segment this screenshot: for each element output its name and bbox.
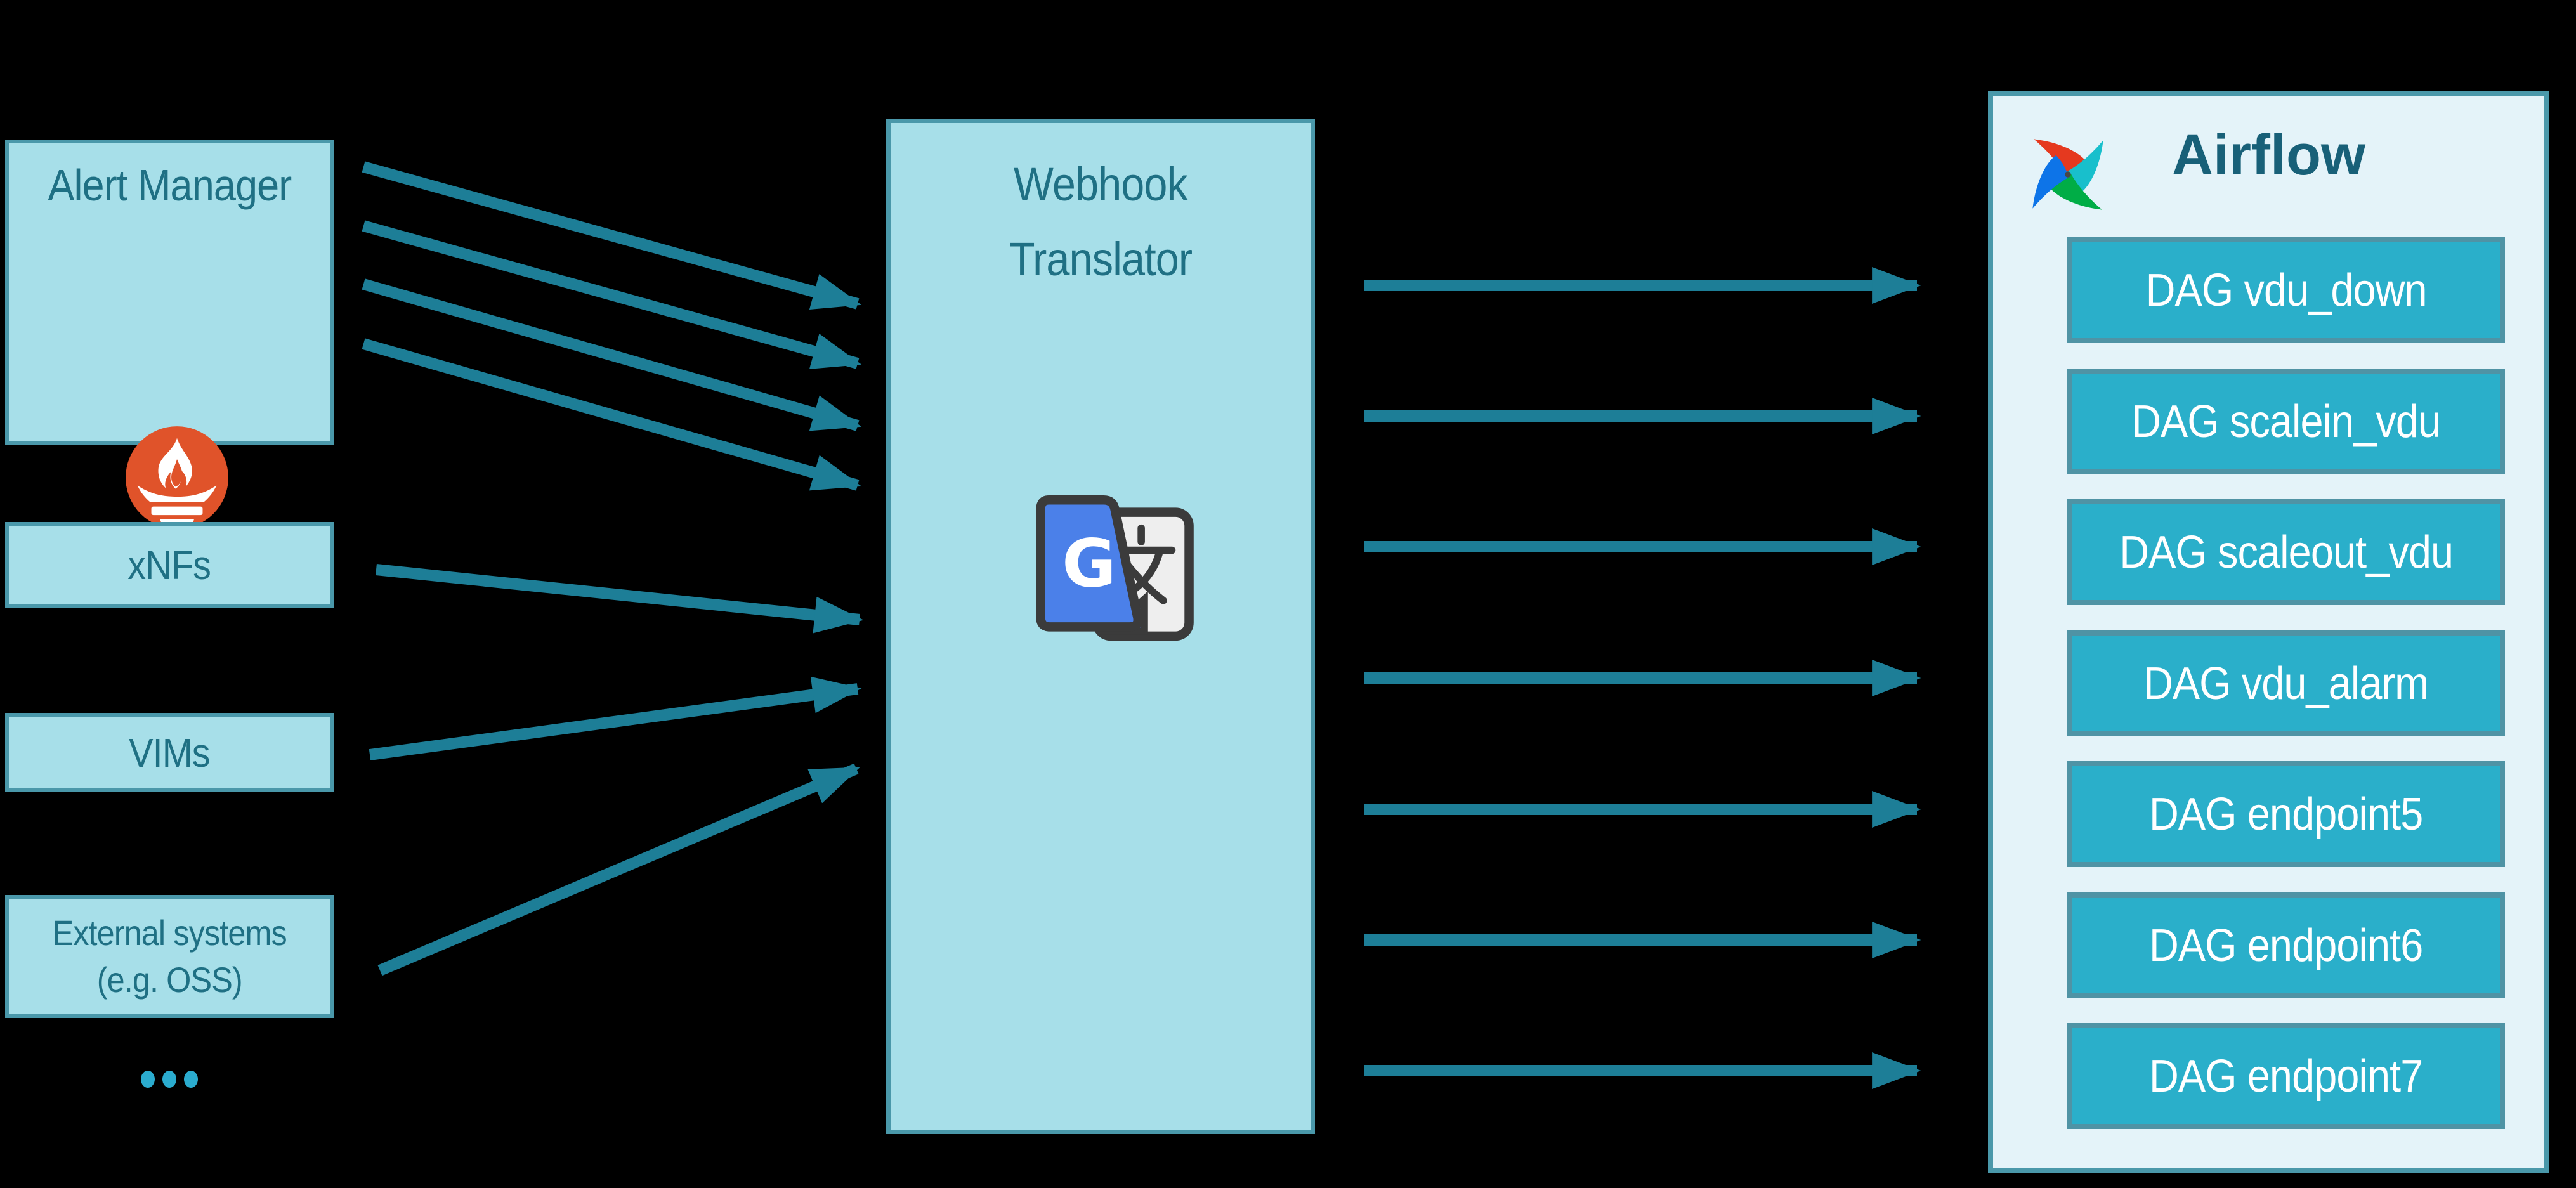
ellipsis-dot — [162, 1071, 176, 1088]
airflow-title: Airflow — [2172, 124, 2365, 187]
dag-label: DAG endpoint7 — [2149, 1050, 2423, 1102]
external-systems-sublabel: (e.g. OSS) — [96, 960, 242, 1000]
dag-button-vdu_down: DAG vdu_down — [2067, 237, 2505, 343]
arrow-alertmanager-3 — [362, 278, 862, 431]
arrow-alertmanager-1 — [362, 161, 862, 310]
dag-label: DAG endpoint5 — [2149, 788, 2423, 840]
alert-manager-label: Alert Manager — [48, 160, 292, 210]
translate-g-letter: G — [1062, 525, 1116, 603]
dag-button-endpoint7: DAG endpoint7 — [2067, 1023, 2505, 1129]
xnfs-label: xNFs — [127, 542, 212, 588]
prometheus-bowl-wings — [137, 485, 217, 502]
dag-button-scaleout_vdu: DAG scaleout_vdu — [2067, 499, 2505, 605]
vims-label: VIMs — [129, 729, 211, 776]
arrow-alertmanager-2 — [362, 220, 862, 369]
dag-label: DAG scaleout_vdu — [2119, 526, 2454, 578]
google-translate-icon: G — [1036, 495, 1194, 641]
alert-manager-box: Alert Manager — [5, 140, 334, 529]
airflow-box: Airflow DAG vdu_down DAG scalein_vdu DAG… — [1988, 91, 2549, 1173]
arrow-vims — [369, 676, 862, 760]
xnfs-box: xNFs — [5, 522, 334, 608]
dag-button-scalein_vdu: DAG scalein_vdu — [2067, 369, 2505, 474]
dag-label: DAG vdu_alarm — [2143, 658, 2429, 709]
dag-button-endpoint5: DAG endpoint5 — [2067, 761, 2505, 867]
ellipsis-dot — [184, 1071, 198, 1088]
more-sources-ellipsis — [5, 1071, 334, 1088]
dag-button-endpoint6: DAG endpoint6 — [2067, 892, 2505, 998]
prometheus-flame-icon — [126, 426, 228, 529]
arrow-external — [377, 763, 860, 976]
webhook-title-line2: Translator — [1009, 233, 1193, 285]
dag-button-vdu_alarm: DAG vdu_alarm — [2067, 630, 2505, 736]
external-systems-box: External systems (e.g. OSS) — [5, 895, 334, 1018]
arrow-alertmanager-4 — [362, 338, 862, 491]
webhook-translator-label: Webhook Translator — [891, 147, 1311, 297]
vims-box: VIMs — [5, 713, 334, 792]
ellipsis-dot — [141, 1071, 155, 1088]
prometheus-bar — [151, 506, 203, 516]
dag-label: DAG endpoint6 — [2149, 920, 2423, 971]
dag-label: DAG scalein_vdu — [2131, 396, 2441, 447]
prometheus-flame — [158, 438, 192, 489]
dag-label: DAG vdu_down — [2145, 264, 2427, 316]
arrow-xnfs — [376, 564, 864, 634]
pinwheel-blades — [2032, 139, 2103, 210]
translate-blue-page — [1036, 495, 1143, 632]
webhook-title-line1: Webhook — [1014, 158, 1188, 211]
prometheus-flame-core — [171, 459, 183, 487]
external-systems-label: External systems — [52, 913, 287, 953]
airflow-pinwheel-icon — [2032, 139, 2103, 210]
webhook-translator-box: Webhook Translator G — [886, 119, 1315, 1134]
